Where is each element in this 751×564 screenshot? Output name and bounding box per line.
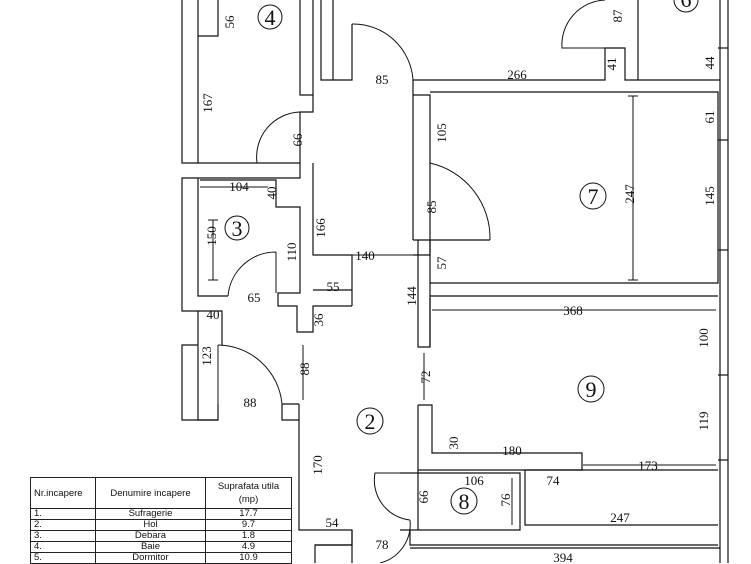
- legend-room-name: Dormitor: [95, 552, 206, 564]
- legend-room-area: 1.8: [204, 530, 293, 542]
- dim-247-a: 247: [622, 184, 637, 204]
- dim-394: 394: [553, 550, 573, 563]
- svg-text:8: 8: [459, 489, 470, 514]
- room-number-8: 8: [450, 487, 478, 515]
- svg-text:9: 9: [586, 377, 597, 402]
- dim-247-b: 247: [610, 510, 630, 525]
- table-row: 2. Hol 9.7: [30, 519, 293, 531]
- room-number-6: 6: [673, 0, 699, 13]
- legend-nr: 5.: [30, 552, 96, 564]
- dim-145: 145: [702, 186, 717, 206]
- svg-text:6: 6: [681, 0, 692, 12]
- dim-266: 266: [507, 67, 527, 82]
- legend-col-area-unit: (mp): [238, 494, 259, 505]
- dim-41: 41: [604, 58, 619, 71]
- dim-54: 54: [326, 515, 340, 530]
- dim-368: 368: [563, 303, 583, 318]
- dim-55: 55: [327, 279, 340, 294]
- dim-36: 36: [311, 313, 326, 327]
- legend-nr: 4.: [30, 541, 96, 553]
- dim-140: 140: [355, 248, 375, 263]
- legend-col-nr: Nr.incapere: [30, 477, 96, 509]
- dim-119: 119: [696, 411, 711, 430]
- dim-72: 72: [418, 371, 433, 384]
- legend-nr: 1.: [30, 508, 96, 520]
- dim-173: 173: [638, 458, 658, 473]
- dim-85-top: 85: [376, 72, 389, 87]
- dim-78: 78: [376, 537, 389, 552]
- dim-57: 57: [434, 256, 449, 270]
- room-number-4: 4: [257, 4, 283, 30]
- dimension-lines: [200, 95, 716, 525]
- dim-104: 104: [229, 179, 249, 194]
- room-number-3: 3: [224, 215, 250, 241]
- dim-150: 150: [204, 226, 219, 246]
- legend-room-name: Sufragerie: [95, 508, 206, 520]
- dim-167: 167: [200, 93, 215, 113]
- dim-61: 61: [702, 111, 717, 124]
- legend-col-area: Suprafata utila (mp): [204, 477, 293, 509]
- dim-30: 30: [446, 437, 461, 450]
- legend-header-row: Nr.incapere Denumire incapere Suprafata …: [30, 477, 293, 509]
- dim-100: 100: [696, 328, 711, 348]
- legend-room-area: 9.7: [204, 519, 293, 531]
- legend-room-area: 10.9: [204, 552, 293, 564]
- room-number-9: 9: [577, 375, 605, 403]
- walls: [181, 0, 729, 563]
- dim-74: 74: [547, 473, 561, 488]
- svg-text:7: 7: [588, 184, 599, 209]
- legend-col-name: Denumire incapere: [95, 477, 206, 509]
- dim-144: 144: [404, 286, 419, 306]
- dim-66-b: 66: [416, 490, 431, 504]
- dim-180: 180: [502, 443, 522, 458]
- dim-65: 65: [248, 290, 261, 305]
- dim-166: 166: [313, 218, 328, 238]
- legend-room-name: Debara: [95, 530, 206, 542]
- room-number-2: 2: [356, 407, 384, 435]
- dim-44: 44: [702, 56, 717, 70]
- table-row: 5. Dormitor 10.9: [30, 552, 293, 564]
- room-legend-table: Nr.incapere Denumire incapere Suprafata …: [30, 477, 293, 564]
- legend-nr: 3.: [30, 530, 96, 542]
- legend-room-name: Baie: [95, 541, 206, 553]
- table-row: 4. Baie 4.9: [30, 541, 293, 553]
- dim-66-a: 66: [290, 133, 305, 147]
- svg-text:2: 2: [365, 409, 376, 434]
- dim-76: 76: [498, 493, 513, 507]
- dim-88-door: 88: [244, 395, 257, 410]
- dim-105: 105: [434, 123, 449, 143]
- dim-87: 87: [610, 9, 625, 23]
- dim-40-b: 40: [207, 307, 220, 322]
- dim-123: 123: [199, 346, 214, 366]
- room-number-7: 7: [579, 182, 607, 210]
- dim-56: 56: [222, 15, 237, 29]
- dim-85-b: 85: [424, 201, 439, 214]
- table-row: 1. Sufragerie 17.7: [30, 508, 293, 520]
- legend-nr: 2.: [30, 519, 96, 531]
- dim-88-vertical: 88: [297, 363, 312, 376]
- svg-text:3: 3: [232, 216, 243, 241]
- door-swings: [217, 0, 606, 563]
- legend-room-area: 4.9: [204, 541, 293, 553]
- dim-110: 110: [284, 242, 299, 261]
- legend-room-area: 17.7: [204, 508, 293, 520]
- svg-text:4: 4: [265, 5, 276, 30]
- legend-room-name: Hol: [95, 519, 206, 531]
- dim-106: 106: [464, 473, 484, 488]
- dim-170: 170: [310, 455, 325, 475]
- table-row: 3. Debara 1.8: [30, 530, 293, 542]
- dim-40-a: 40: [264, 187, 279, 200]
- legend-col-area-title: Suprafata utila: [217, 481, 280, 492]
